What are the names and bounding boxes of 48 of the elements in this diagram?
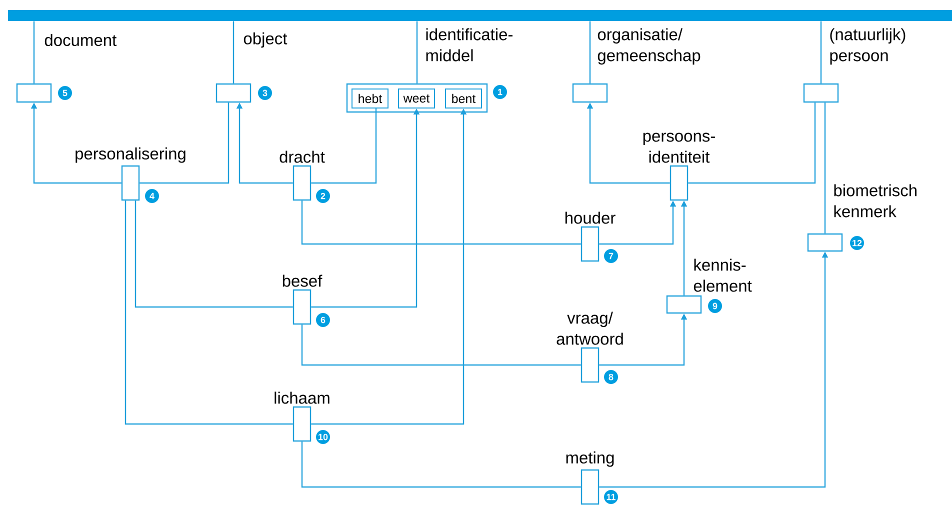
node-label: lichaam (274, 392, 330, 404)
callout-number: 7 (604, 249, 618, 263)
entity-box: organisatie/ gemeenschap (572, 28, 700, 103)
connector (589, 21, 591, 84)
callout-number: 3 (258, 86, 272, 100)
connector (301, 324, 581, 366)
connector (232, 21, 234, 84)
connector (124, 200, 293, 425)
node-label: object (244, 32, 288, 48)
callout-number: 11 (604, 490, 618, 504)
node-label: meting (566, 451, 614, 467)
connector (824, 102, 826, 234)
callout-number: 12 (850, 236, 864, 250)
answer-box: hebt (352, 88, 388, 108)
node-label: biometrisch kenmerk (834, 184, 916, 218)
node-label: persoons- identiteit (643, 132, 715, 163)
connector (688, 102, 816, 184)
node-label: houder (565, 212, 616, 224)
node-label: (natuurlijk) persoon (830, 28, 906, 65)
answer-box: weet (398, 88, 435, 108)
node-label: document (44, 34, 117, 46)
node-label: identificatie- middel (426, 28, 513, 62)
callout-number: 8 (604, 370, 618, 384)
connector (140, 102, 230, 184)
callout-number: 10 (316, 430, 330, 444)
connector (416, 21, 418, 84)
node-label: besef (282, 274, 322, 287)
bar (8, 10, 952, 21)
connector (820, 21, 822, 84)
connector (301, 442, 581, 488)
connector (33, 21, 35, 84)
connector (134, 200, 293, 308)
callout-number: 5 (58, 86, 72, 100)
node-label: dracht (280, 150, 325, 163)
answer-box: bent (445, 88, 482, 108)
node-label: kennis- element (694, 258, 752, 292)
node-label: organisatie/ gemeenschap (598, 28, 700, 65)
callout-number: 4 (145, 189, 159, 203)
callout-number: 9 (708, 299, 722, 313)
connector (301, 200, 581, 245)
connector (311, 108, 377, 184)
entity-box: (natuurlijk) persoon (803, 28, 906, 103)
relation-box: persoons- identiteit (643, 132, 715, 201)
node-label: vraag/ antwoord (556, 312, 623, 345)
node-label: personalisering (76, 147, 186, 163)
callout-number: 6 (316, 313, 330, 327)
callout-number: 1 (493, 85, 507, 99)
callout-number: 2 (316, 189, 330, 203)
